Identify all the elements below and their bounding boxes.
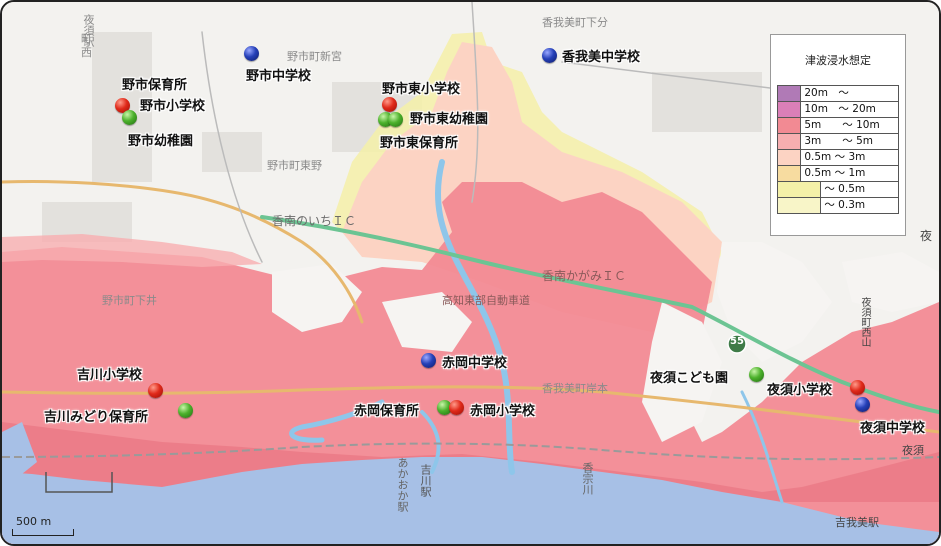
marker-nochi-higashi-shogakko[interactable]: [382, 97, 397, 112]
place-label: 野市町下井: [102, 294, 157, 307]
place-label: 夜須駅: [82, 14, 95, 47]
legend-row: 0.5m ～ 3m: [777, 149, 899, 166]
legend-label: ～ 0.3m: [824, 199, 866, 211]
facility-label[interactable]: 赤岡保育所: [354, 404, 420, 419]
marker-nochi-higashi-hoikusho[interactable]: [388, 112, 403, 127]
place-label: 香我美町岸本: [542, 382, 608, 395]
legend-row: ～ 0.5m: [777, 181, 899, 198]
facility-label[interactable]: 赤岡小学校: [470, 404, 536, 419]
facility-label[interactable]: 野市小学校: [140, 99, 206, 114]
scale-label: 500 m: [16, 515, 52, 528]
marker-akaoka-shogakko[interactable]: [449, 400, 464, 415]
legend-swatch: [778, 118, 801, 133]
legend-swatch: [778, 86, 801, 101]
dry-land-patches: [272, 242, 939, 442]
marker-yasu-kodomoen[interactable]: [749, 367, 764, 382]
marker-nochi-hoikusho[interactable]: [115, 98, 130, 113]
legend-row: 10m ～ 20m: [777, 101, 899, 118]
place-label: 夜須: [902, 444, 924, 457]
facility-label[interactable]: 野市東保育所: [380, 136, 459, 151]
legend-row: 20m ～: [777, 85, 899, 102]
legend-swatch: [778, 198, 821, 213]
facility-label[interactable]: 野市中学校: [246, 69, 312, 84]
legend-swatch: [778, 102, 801, 117]
place-label: 夜須町西山: [859, 297, 870, 347]
place-label: 吉我美駅: [835, 516, 879, 529]
facility-label[interactable]: 赤岡中学校: [442, 356, 508, 371]
legend-row: 5m ～ 10m: [777, 117, 899, 134]
place-label: 夜: [920, 229, 933, 243]
facility-label[interactable]: 夜須小学校: [767, 383, 833, 398]
legend-label: 3m ～ 5m: [804, 135, 873, 147]
place-label: 野市町新宮: [287, 50, 342, 63]
legend-row: 0.5m ～ 1m: [777, 165, 899, 182]
facility-label[interactable]: 野市東幼稚園: [410, 112, 489, 127]
marker-akaoka-chugakko[interactable]: [421, 353, 436, 368]
rivers: [289, 159, 784, 504]
legend-label: ～ 0.5m: [824, 183, 866, 195]
route-number: 55: [730, 336, 744, 347]
legend-swatch: [778, 166, 801, 181]
legend-title: 津波浸水想定: [805, 54, 871, 67]
flood-zone-mid: [2, 234, 262, 267]
legend-label: 10m ～ 20m: [804, 103, 876, 115]
marker-yoshikawa-midori-hoikusho[interactable]: [178, 403, 193, 418]
marker-yasu-shogakko[interactable]: [850, 380, 865, 395]
sea: [2, 457, 939, 544]
marker-kagami-chugakko[interactable]: [542, 48, 557, 63]
place-label: 香南のいちＩＣ: [272, 214, 357, 228]
legend-panel: 津波浸水想定 20m ～ 10m ～ 20m 5m ～ 10m 3m ～ 5m …: [770, 34, 906, 236]
place-label: 野市町東野: [267, 159, 322, 172]
marker-nochi-youchien[interactable]: [122, 110, 137, 125]
place-label: 町: [81, 32, 92, 45]
legend-swatch: [778, 150, 801, 165]
facility-label[interactable]: 香我美中学校: [562, 50, 641, 65]
facility-label[interactable]: 吉川みどり保育所: [44, 410, 149, 425]
place-label: 香宗川: [581, 462, 594, 495]
place-label: 香我美町下分: [542, 16, 608, 29]
place-label: 西: [81, 46, 92, 59]
facility-label[interactable]: 野市保育所: [122, 78, 188, 93]
marker-yoshikawa-shogakko[interactable]: [148, 383, 163, 398]
legend-swatch: [778, 134, 801, 149]
route-shield: [727, 334, 747, 354]
facility-label[interactable]: 夜須中学校: [860, 421, 926, 436]
marker-akaoka-hoikusho[interactable]: [437, 400, 452, 415]
place-label: 高知東部自動車道: [442, 294, 530, 307]
legend-label: 5m ～ 10m: [804, 119, 880, 131]
marker-nochi-chugakko[interactable]: [244, 46, 259, 61]
legend-label: 20m ～: [804, 87, 849, 99]
railway: [2, 442, 939, 461]
marker-yasu-chugakko[interactable]: [855, 397, 870, 412]
legend-label: 0.5m ～ 3m: [804, 151, 866, 163]
facility-label[interactable]: 吉川小学校: [77, 368, 143, 383]
legend-row: 3m ～ 5m: [777, 133, 899, 150]
facility-label[interactable]: 夜須こども園: [650, 371, 729, 386]
legend-swatch: [778, 182, 821, 197]
facility-label[interactable]: 野市幼稚園: [128, 134, 194, 149]
place-label: 吉川駅: [419, 464, 432, 497]
legend-row: ～ 0.3m: [777, 197, 899, 214]
place-label: 香南かがみＩＣ: [542, 269, 627, 283]
scale-bar: [12, 529, 74, 536]
harbor-structure: [45, 472, 113, 493]
facility-label[interactable]: 野市東小学校: [382, 82, 461, 97]
legend-label: 0.5m ～ 1m: [804, 167, 866, 179]
place-label: あかおか駅: [396, 457, 409, 512]
